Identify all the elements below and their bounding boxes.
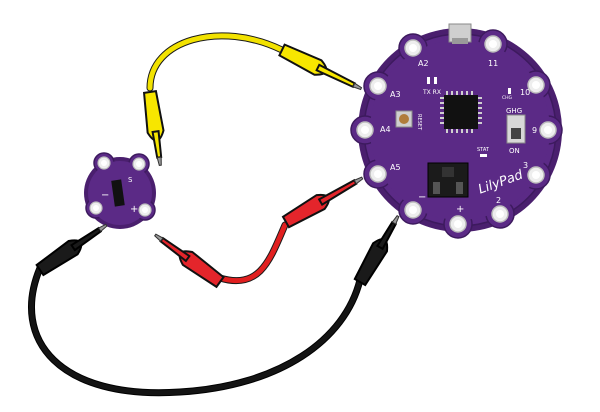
stat-led	[480, 154, 487, 157]
sensor-label-s: S	[128, 176, 133, 184]
black-clip-main	[353, 215, 400, 287]
rx-led	[434, 77, 437, 84]
main-board: A2 A3 A4 A5 11 10 9 3 2 − + TX RX CHG RE…	[350, 23, 563, 239]
sensor-label-minus: −	[101, 190, 109, 201]
stat-label: STAT	[477, 147, 490, 153]
pad-label-2: 2	[496, 196, 501, 205]
sensor-pad-holes	[89, 156, 152, 217]
tx-led	[427, 77, 430, 84]
pad-label-a5: A5	[390, 163, 401, 172]
yellow-clip-main	[278, 43, 363, 91]
chg-led	[508, 88, 511, 94]
pad-label-a4: A4	[380, 125, 391, 134]
sensor-chip	[111, 179, 125, 207]
battery-connector	[427, 162, 469, 198]
red-clip-sensor	[154, 233, 225, 289]
sensor-label-plus: +	[130, 204, 138, 215]
pad-label-a2: A2	[418, 59, 429, 68]
pad-label-9: 9	[532, 126, 537, 135]
wires	[28, 32, 364, 397]
on-label: ON	[509, 147, 520, 155]
reset-label: RESET	[416, 114, 422, 131]
reset-button	[395, 110, 413, 128]
black-wire	[28, 264, 364, 397]
pad-label-11: 11	[488, 59, 498, 68]
pad-holes	[356, 35, 557, 233]
power-switch	[506, 114, 526, 144]
microcontroller-chip	[440, 91, 482, 133]
pad-label-a3: A3	[390, 90, 401, 99]
sensor-board: S − +	[84, 152, 156, 229]
yellow-clip-sensor	[142, 90, 165, 166]
ghg-label: GHG	[506, 107, 522, 115]
pad-label-minus: −	[418, 192, 426, 203]
red-clip-main	[281, 176, 364, 229]
pad-label-10: 10	[520, 88, 530, 97]
tx-rx-label: TX RX	[422, 89, 441, 96]
pad-label-3: 3	[523, 161, 528, 170]
black-clip-sensor	[35, 223, 108, 277]
chg-label: CHG	[502, 95, 513, 101]
pad-label-plus: +	[456, 204, 464, 215]
